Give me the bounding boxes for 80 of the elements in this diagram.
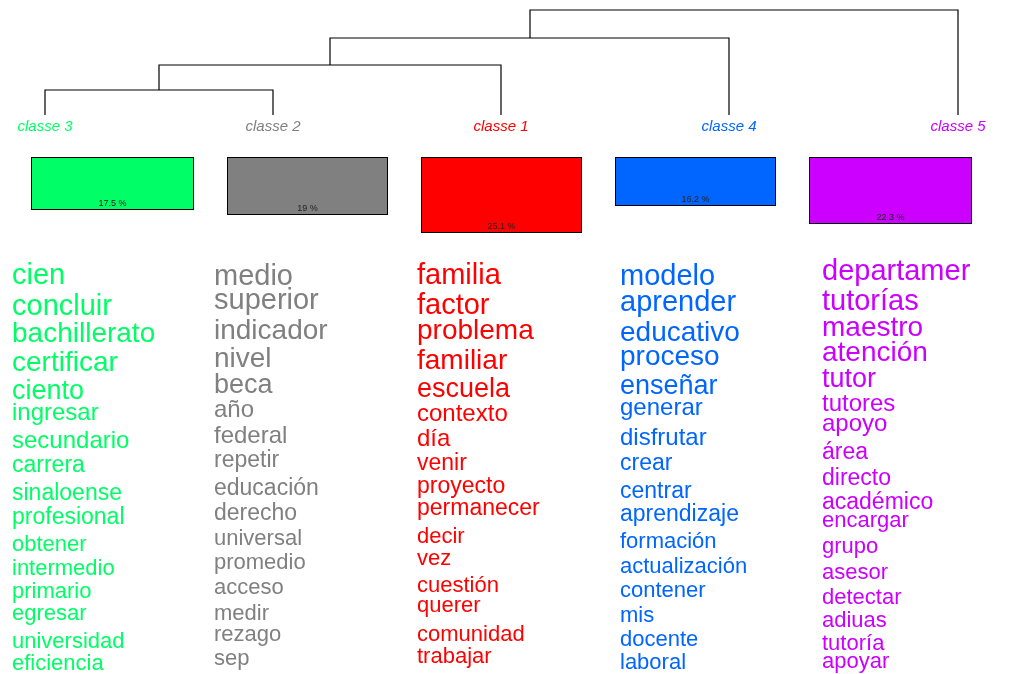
class-term: formación: [620, 530, 717, 552]
class-term: año: [214, 397, 255, 421]
percentage-label: 22.3 %: [875, 212, 906, 222]
class-term: asesor: [822, 561, 889, 583]
class-term: educación: [214, 475, 319, 499]
class-term: directo: [822, 465, 892, 489]
percentage-label: 17.5 %: [97, 198, 128, 208]
class-term: indicador: [214, 316, 328, 344]
class-term: egresar: [12, 602, 87, 624]
percentage-label: 16.2 %: [680, 194, 711, 204]
class-term: centrar: [620, 478, 692, 502]
class-term: día: [417, 426, 451, 450]
class-term: superior: [214, 284, 319, 314]
class-term: escuela: [417, 374, 511, 402]
class-term: secundario: [12, 428, 130, 452]
class-term: certificar: [12, 348, 118, 376]
class-label: classe 1: [473, 117, 529, 134]
class-label: classe 4: [701, 117, 757, 134]
class-term: laboral: [620, 651, 687, 673]
class-term: contener: [620, 579, 706, 601]
class-term: beca: [214, 370, 273, 398]
class-bar: [809, 157, 972, 224]
class-term: repetir: [214, 447, 280, 471]
percentage-label: 19 %: [296, 203, 319, 213]
class-term: cuestión: [417, 574, 499, 596]
class-term: actualización: [620, 555, 748, 577]
class-term: disfrutar: [620, 425, 707, 449]
class-term: adiuas: [822, 609, 887, 631]
class-bar: [227, 157, 388, 215]
class-term: tutorías: [822, 285, 919, 315]
class-term: área: [822, 439, 869, 463]
class-term: aprendizaje: [620, 501, 739, 525]
class-term: bachillerato: [12, 319, 156, 347]
class-term: vez: [417, 547, 452, 569]
class-label: classe 3: [17, 117, 73, 134]
class-term: profesional: [12, 504, 125, 528]
class-term: problema: [417, 316, 534, 344]
class-term: obtener: [12, 533, 87, 555]
percentage-label: 25.1 %: [486, 221, 517, 231]
class-term: tutor: [822, 364, 877, 392]
class-term: cien: [12, 259, 66, 289]
class-term: venir: [417, 450, 467, 474]
class-term: trabajar: [417, 645, 492, 667]
class-label: classe 2: [245, 117, 301, 134]
class-term: promedio: [214, 551, 306, 573]
class-term: factor: [417, 289, 490, 319]
class-term: rezago: [214, 623, 282, 645]
class-term: querer: [417, 594, 481, 616]
class-term: universal: [214, 527, 303, 549]
class-term: acceso: [214, 576, 284, 598]
class-term: departamer: [822, 255, 971, 285]
class-term: federal: [214, 423, 288, 447]
class-term: familiar: [417, 346, 508, 374]
class-term: derecho: [214, 500, 298, 524]
class-term: crear: [620, 450, 673, 474]
class-bar: [421, 157, 582, 233]
class-term: intermedio: [12, 557, 115, 579]
class-term: familia: [417, 259, 501, 289]
class-bar: [31, 157, 194, 210]
class-term: nivel: [214, 344, 272, 372]
class-term: docente: [620, 628, 699, 650]
class-bar: [615, 157, 776, 206]
class-term: sep: [214, 647, 250, 669]
class-term: contexto: [417, 401, 508, 425]
class-term: sinaloense: [12, 480, 122, 504]
class-term: maestro: [822, 313, 924, 341]
class-term: universidad: [12, 630, 125, 652]
class-term: grupo: [822, 535, 879, 557]
class-term: concluir: [12, 290, 112, 320]
class-term: carrera: [12, 452, 85, 476]
class-term: atención: [822, 338, 928, 366]
class-term: decir: [417, 525, 465, 547]
class-term: medir: [214, 602, 269, 624]
class-term: proyecto: [417, 473, 506, 497]
class-term: comunidad: [417, 623, 525, 645]
class-label: classe 5: [930, 117, 986, 134]
class-term: detectar: [822, 586, 902, 608]
class-term: eficiencia: [12, 652, 104, 674]
class-term: primario: [12, 580, 92, 602]
class-term: mis: [620, 604, 655, 626]
